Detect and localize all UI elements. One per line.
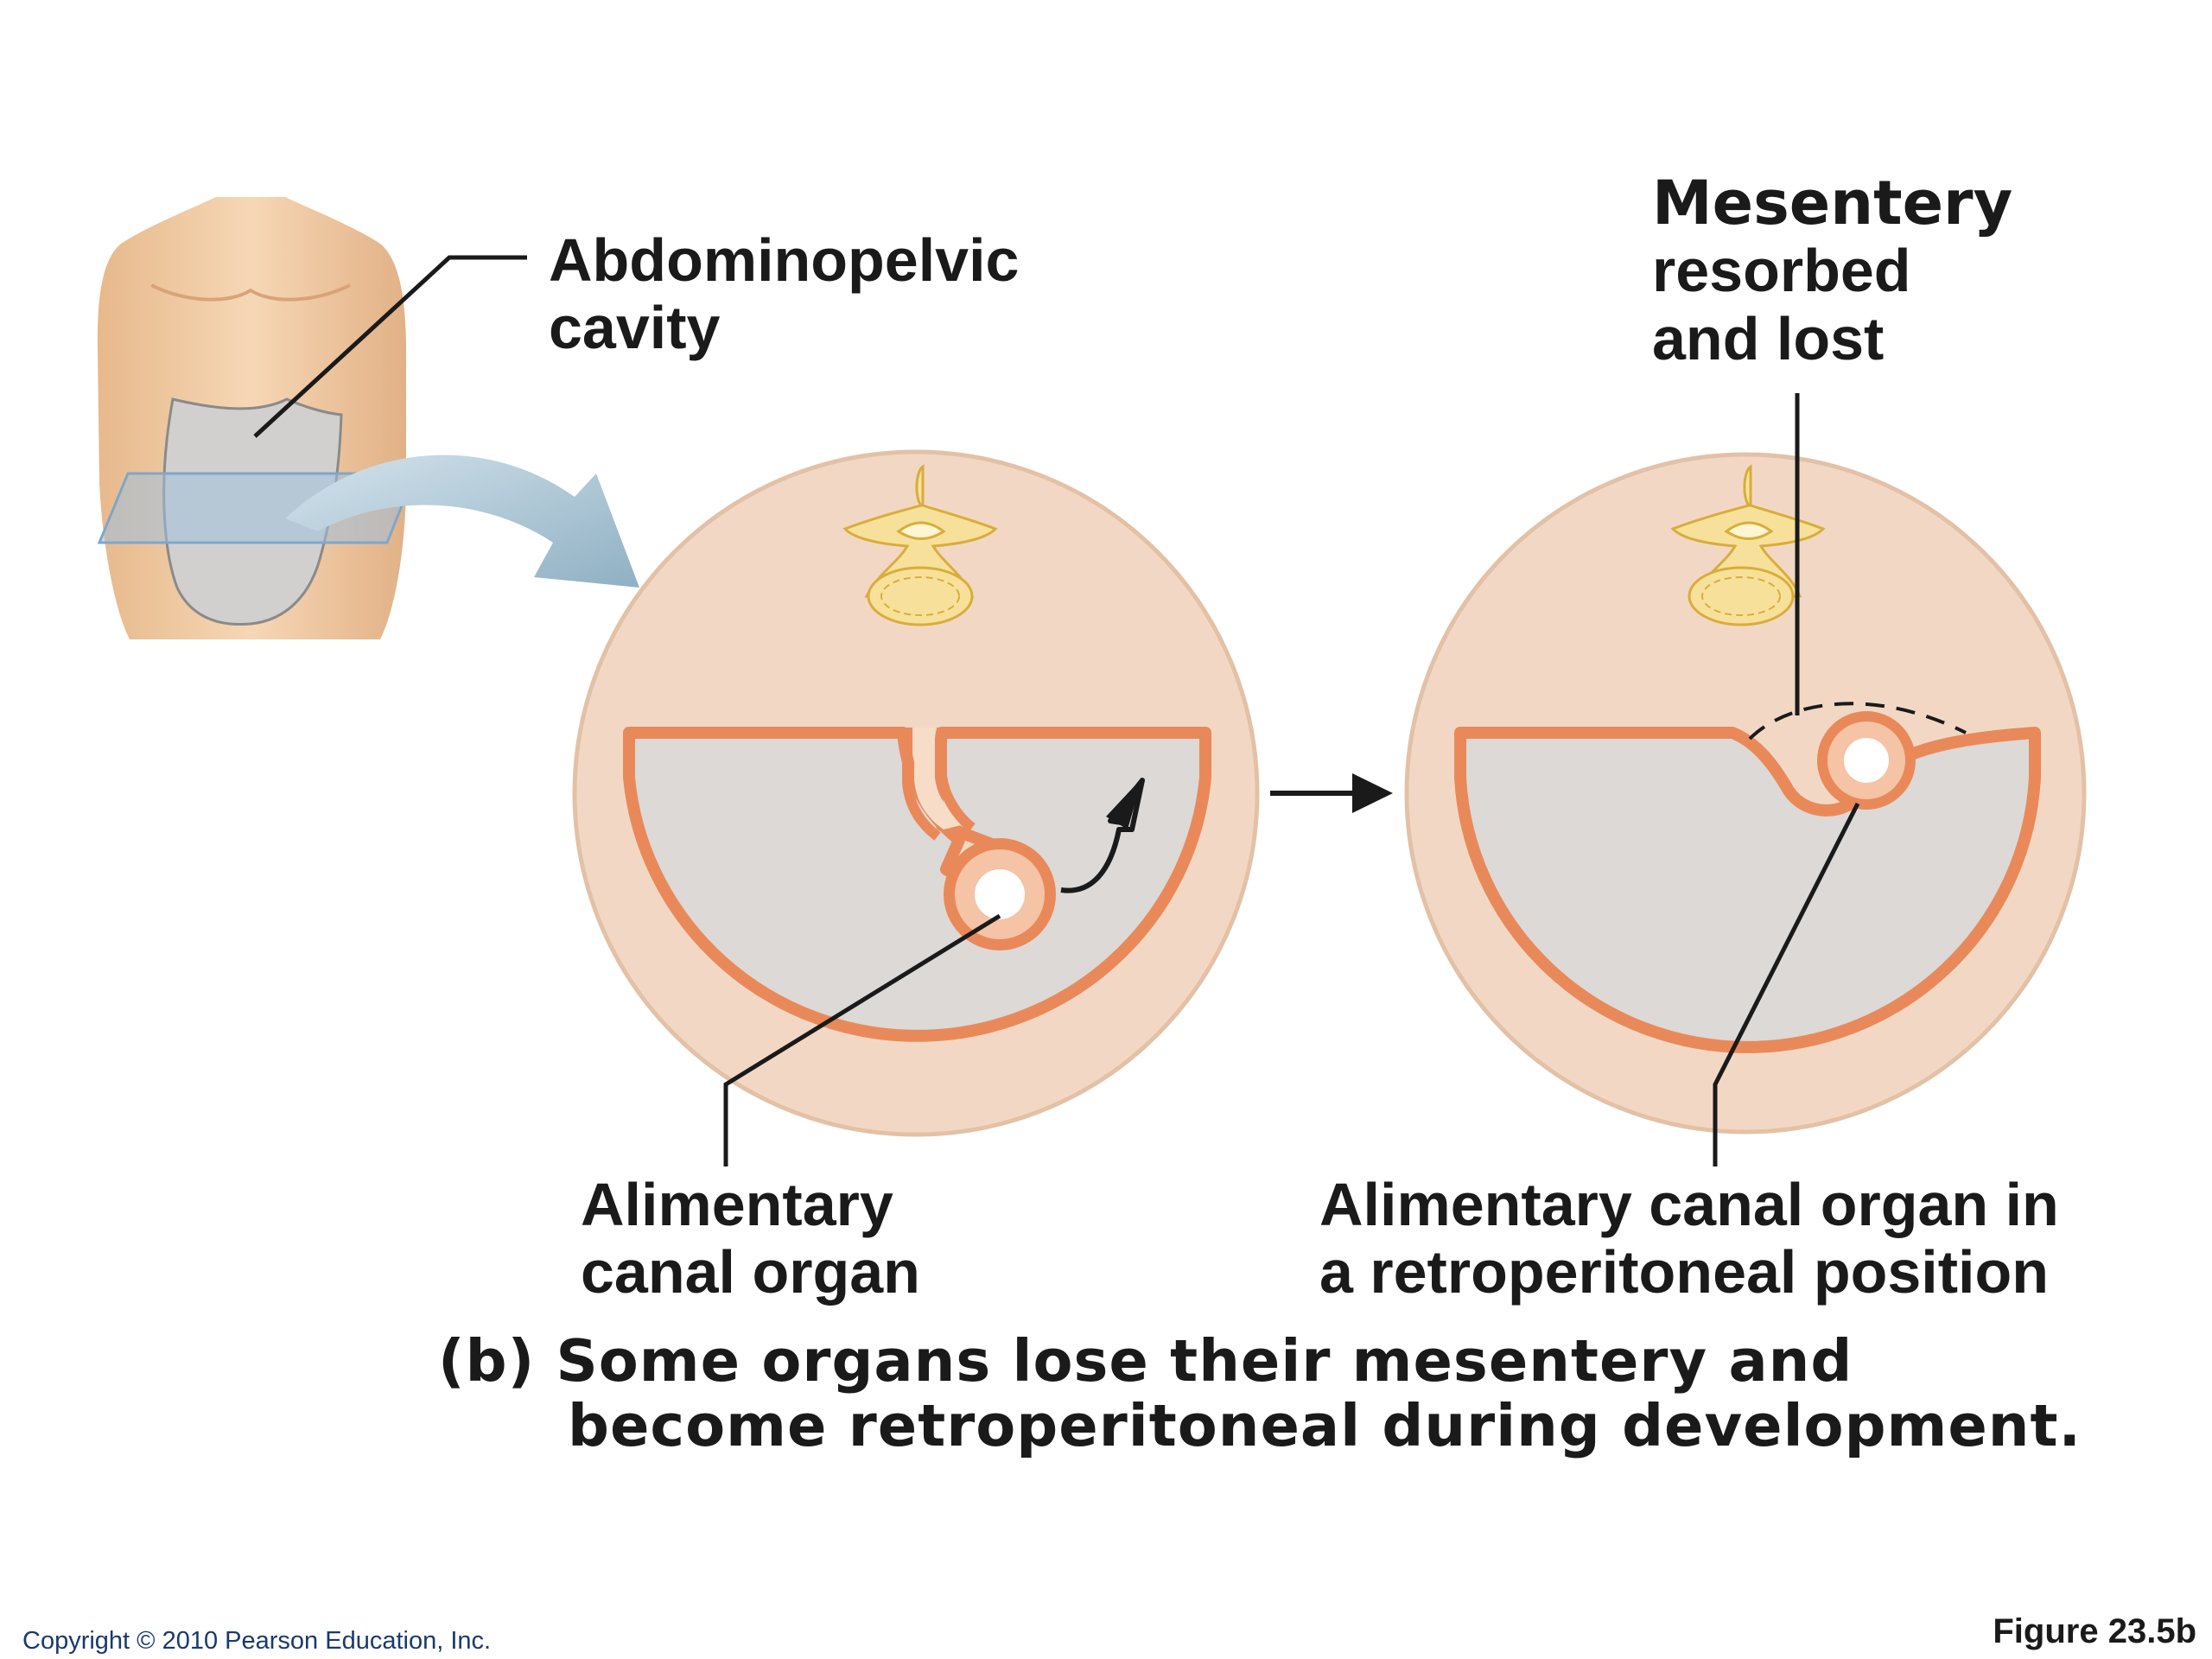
rotation-arrow [1060,778,1145,893]
label-alimentary-retroperitoneal: Alimentary canal organ in a retroperiton… [1319,1171,2059,1306]
label-mesentery-line2: resorbed [1652,237,1911,305]
organ-left [944,838,1056,950]
torso-illustration [97,197,417,639]
leader-line-alimentary-left [723,913,1001,1166]
label-mesentery-line1: Mesentery [1652,168,2013,238]
vertebra-right [1670,464,1826,626]
label-mesentery-line3: and lost [1652,304,1885,372]
transition-arrow-head [1352,773,1393,813]
peritoneal-cavity-right [1454,727,2041,1053]
cross-section-left [572,449,1260,1137]
mesentery-left [902,728,976,841]
figure-caption: (b) Some organs lose their mesentery and… [438,1327,2082,1460]
leader-line-alimentary-right [1713,802,1860,1166]
rotation-arrow-head [1106,778,1142,830]
big-curved-arrow [285,454,639,588]
organ-right [1817,711,1916,810]
caption-line1: (b) Some organs lose their mesentery and [438,1327,1853,1395]
label-alimentary-right-line2: a retroperitoneal position [1319,1238,2049,1306]
label-alimentary-left-line2: canal organ [581,1238,920,1306]
label-abdominopelvic-line2: cavity [549,294,721,362]
label-mesentery-resorbed: Mesentery resorbed and lost [1652,169,2012,372]
lost-mesentery-outline [1748,702,1967,741]
label-alimentary-canal-organ: Alimentary canal organ [581,1171,920,1306]
caption-line2: become retroperitoneal during developmen… [568,1392,2082,1460]
label-abdominopelvic-cavity: Abdominopelvic cavity [549,226,1019,362]
label-abdominopelvic-line1: Abdominopelvic [549,226,1020,294]
label-alimentary-left-line1: Alimentary [581,1171,893,1238]
copyright-notice: Copyright © 2010 Pearson Education, Inc. [22,1627,492,1655]
vertebra-left [842,464,998,626]
cross-section-right [1404,452,2087,1135]
leader-line-abdominopelvic [253,255,527,438]
label-alimentary-right-line1: Alimentary canal organ in [1319,1171,2059,1238]
figure-number: Figure 23.5b [1993,1612,2196,1650]
torso-chest-contour [150,283,351,302]
